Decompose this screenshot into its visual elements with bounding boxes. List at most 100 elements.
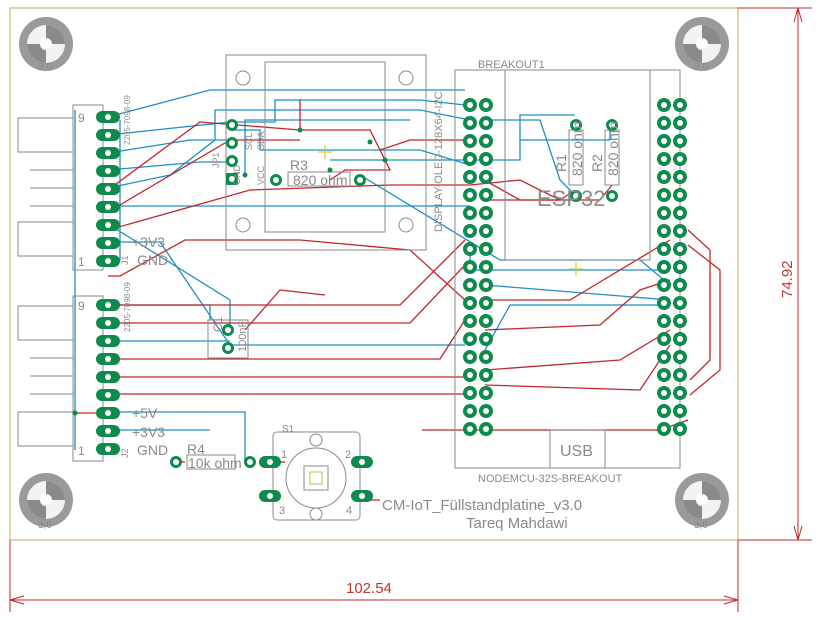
mounting-hole-bl: 3,0: [19, 473, 73, 531]
r4-value: 10k ohm: [188, 455, 242, 471]
breakout-right-pad-b-hole: [677, 282, 683, 288]
via: [367, 139, 373, 145]
breakout-right-pad-b-hole: [677, 300, 683, 306]
via: [382, 157, 388, 163]
breakout-left-pad-b-hole: [483, 120, 489, 126]
hole-label-tr: 3,0: [694, 62, 708, 73]
breakout-right-pad-b-hole: [677, 156, 683, 162]
breakout-right-pad-b-hole: [677, 102, 683, 108]
j1-label-3v3: +3V3: [132, 234, 165, 250]
j1-pad-hole: [105, 168, 111, 174]
breakout-right-pad-a-hole: [661, 300, 667, 306]
hole-label-tl: 3,0: [38, 62, 52, 73]
breakout-left-pad-a-hole: [467, 300, 473, 306]
breakout-right-pad-a-hole: [661, 156, 667, 162]
origin-marks: [318, 145, 583, 276]
esp32-label: ESP32: [537, 186, 606, 211]
j2-pin-1: 1: [78, 444, 85, 458]
breakout-left-pad-a-hole: [467, 282, 473, 288]
breakout-right-pad-a-hole: [661, 336, 667, 342]
board-outline: [9, 7, 739, 541]
j2-pad-hole: [105, 338, 111, 344]
component-pads: [72, 98, 687, 502]
j1-pad-hole: [105, 222, 111, 228]
s1-pad-3-hole: [267, 493, 273, 499]
bottom-copper-traces: [74, 89, 671, 462]
breakout-right-pad-b-hole: [677, 120, 683, 126]
c1-pad-a-hole: [225, 327, 231, 333]
breakout-left-pad-a-hole: [467, 354, 473, 360]
r1-name: R1: [553, 154, 569, 172]
r3-name: R3: [290, 157, 308, 173]
jp1-pad-hole: [229, 140, 235, 146]
breakout-right-pad-b-hole: [677, 408, 683, 414]
j1-pad-hole: [105, 114, 111, 120]
breakout-left-pad-a-hole: [467, 228, 473, 234]
j2-label-5v: +5V: [132, 405, 158, 421]
j2-name: J2: [120, 448, 130, 458]
j2-label-3v3: +3V3: [132, 424, 165, 440]
breakout-left-pad-a-hole: [467, 120, 473, 126]
breakout-right-pad-b-hole: [677, 264, 683, 270]
pin-label-scl: SCL: [244, 132, 254, 150]
breakout-right-pad-b-hole: [677, 390, 683, 396]
breakout-left-pad-b-hole: [483, 408, 489, 414]
r3-pad-a-hole: [273, 177, 279, 183]
breakout-right-pad-b-hole: [677, 318, 683, 324]
via: [327, 167, 333, 173]
dimension-lines: [9, 7, 812, 612]
r2-name: R2: [589, 154, 605, 172]
breakout-right-pad-b-hole: [677, 336, 683, 342]
s1-pin-1: 1: [281, 449, 287, 461]
j1-pad-hole: [105, 258, 111, 264]
breakout-left-pad-b-hole: [483, 282, 489, 288]
breakout-right-pad-a-hole: [661, 138, 667, 144]
jp1-pad-hole: [229, 158, 235, 164]
breakout-right-pad-a-hole: [661, 102, 667, 108]
breakout-left-pad-b-hole: [483, 372, 489, 378]
j2-pad-hole: [105, 374, 111, 380]
s1-label: S1: [282, 424, 295, 435]
r1-pad-a-hole: [573, 122, 579, 128]
breakout-left-pad-a-hole: [467, 408, 473, 414]
via: [297, 127, 303, 133]
j1-pin-1: 1: [78, 255, 85, 269]
c1-value: 100nF: [237, 321, 249, 352]
mounting-hole-tl: 3,0: [19, 17, 73, 73]
breakout-left-pad-b-hole: [483, 228, 489, 234]
breakout-left-pad-b-hole: [483, 102, 489, 108]
j1-pad-hole: [105, 240, 111, 246]
breakout-right-pad-a-hole: [661, 192, 667, 198]
s1-pin-3: 3: [279, 505, 285, 517]
breakout-label: BREAKOUT1: [478, 59, 545, 71]
via: [242, 172, 248, 178]
breakout-right-pad-b-hole: [677, 354, 683, 360]
j2-pad-hole: [105, 428, 111, 434]
s1-pad-1-hole: [267, 459, 273, 465]
j1-pad-hole: [105, 150, 111, 156]
j2-pad-hole: [105, 356, 111, 362]
pin-label-sda: SDA: [256, 131, 266, 150]
breakout-right-pad-b-hole: [677, 210, 683, 216]
breakout-right-pad-a-hole: [661, 318, 667, 324]
j2-pad-hole: [105, 446, 111, 452]
breakout-left-pad-b-hole: [483, 354, 489, 360]
breakout-right-pad-b-hole: [677, 372, 683, 378]
c1-name: C1: [211, 316, 225, 332]
usb-label: USB: [560, 443, 593, 460]
breakout-left-pad-b-hole: [483, 246, 489, 252]
j2-pad-hole: [105, 302, 111, 308]
breakout-left-pad-a-hole: [467, 174, 473, 180]
breakout-left-pad-b-hole: [483, 336, 489, 342]
breakout-left-pad-b-hole: [483, 156, 489, 162]
j2-pad-hole: [105, 392, 111, 398]
breakout-left-pad-b-hole: [483, 174, 489, 180]
breakout-left-pad-a-hole: [467, 192, 473, 198]
j2-part: 2205-7098-09: [123, 282, 132, 332]
r2-pad-a-hole: [609, 122, 615, 128]
mounting-hole-tr: 3,0: [675, 17, 729, 73]
display-label: DISPLAY-OLED-128X64-I2C: [433, 91, 445, 232]
breakout-right-pad-a-hole: [661, 354, 667, 360]
breakout-right-pad-b-hole: [677, 246, 683, 252]
breakout-left-pad-b-hole: [483, 264, 489, 270]
